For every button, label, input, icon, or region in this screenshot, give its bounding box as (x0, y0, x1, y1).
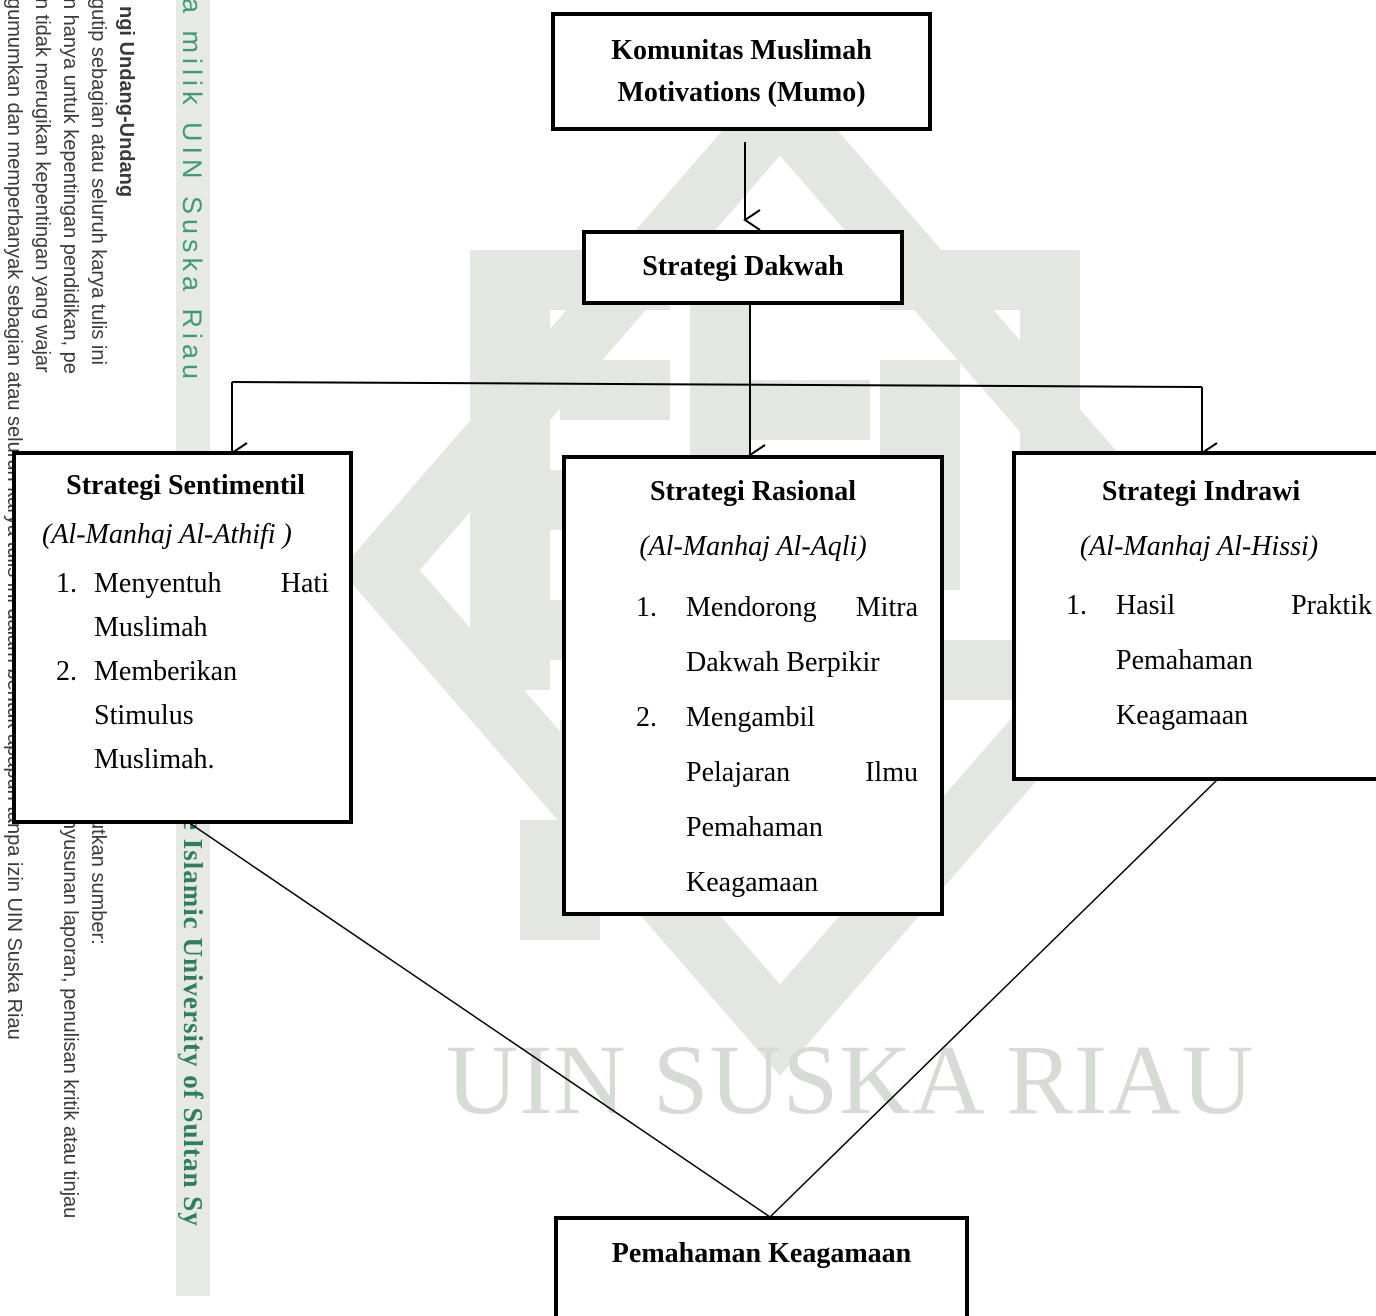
indrawi-subtitle: (Al-Manhaj Al-Hissi) (1079, 531, 1319, 562)
rasional-item-2-line-4: Keagamaan (686, 867, 819, 898)
rasional-item-2-line-3: Pemahaman (686, 812, 823, 843)
box-strategi-sentimentil: Strategi Sentimentil (Al-Manhaj Al-Athif… (12, 451, 353, 824)
indrawi-item-1-line-2: Pemahaman (1116, 645, 1253, 676)
line-sentimentil-to-result (187, 821, 771, 1218)
rasional-item-2-num: 2. (636, 702, 657, 733)
sentimentil-item-2-line-1: Memberikan (94, 656, 238, 687)
rasional-subtitle: (Al-Manhaj Al-Aqli) (639, 531, 867, 562)
result-title: Pemahaman Keagamaan (611, 1238, 912, 1269)
rasional-item-1-line-1: Mendorong Mitra (686, 592, 918, 623)
sentimentil-item-1: 1. Menyentuh Hati Muslimah (42, 562, 329, 650)
split-line (231, 381, 1203, 388)
sentimentil-item-1-line-1: Menyentuh Hati (94, 568, 329, 599)
law-line-1: gutip sebagian atau seluruh karya tulis … (87, 0, 109, 365)
box-strategy-dakwah: Strategi Dakwah (582, 230, 904, 305)
indrawi-item-1-num: 1. (1066, 590, 1087, 621)
rasional-item-1-line-2: Dakwah Berpikir (686, 647, 880, 678)
rasional-title: Strategi Rasional (649, 476, 857, 507)
box-community: Komunitas Muslimah Motivations (Mumo) (551, 12, 932, 131)
rasional-item-2-line-1: Mengambil (686, 702, 816, 733)
community-line-1: Komunitas Muslimah (611, 35, 872, 66)
rasional-item-1-num: 1. (636, 592, 657, 623)
law-line-2-continuation: nyusunan laporan, penulisan kritik atau … (59, 818, 81, 1219)
sentimentil-item-1-num: 1. (56, 568, 77, 599)
sentimentil-item-1-line-2: Muslimah (94, 612, 208, 643)
law-title: ngi Undang-Undang (115, 6, 137, 198)
indrawi-item-1-line-3: Keagamaan (1116, 700, 1249, 731)
community-line-2: Motivations (Mumo) (617, 77, 866, 108)
sentimentil-title: Strategi Sentimentil (66, 470, 305, 501)
strategy-title: Strategi Dakwah (642, 251, 844, 282)
sentimentil-item-2-num: 2. (56, 656, 77, 687)
rasional-item-1: 1. Mendorong Mitra Dakwah Berpikir (608, 580, 918, 690)
rasional-item-2-line-2: Pelajaran Ilmu (686, 757, 918, 788)
sentimentil-item-2-line-2: Stimulus (94, 700, 194, 731)
sentimentil-item-2: 2. Memberikan Stimulus Muslimah. (42, 650, 329, 782)
indrawi-item-1: 1. Hasil Praktik Pemahaman Keagamaan (1038, 578, 1372, 743)
indrawi-title: Strategi Indrawi (1101, 476, 1301, 507)
box-pemahaman-keagamaan: Pemahaman Keagamaan (554, 1216, 969, 1316)
sentimentil-subtitle: (Al-Manhaj Al-Athifi ) (42, 519, 292, 550)
box-strategi-rasional: Strategi Rasional (Al-Manhaj Al-Aqli) 1.… (562, 455, 944, 916)
law-line-2: n hanya untuk kepentingan pendidikan, pe (59, 0, 81, 374)
law-line-1-continuation: utkan sumber: (87, 818, 109, 945)
university-title: e Islamic University of Sultan Sy (178, 818, 208, 1227)
law-line-3: n tidak merugikan kepentingan yang wajar (31, 0, 53, 373)
box-strategi-indrawi: Strategi Indrawi (Al-Manhaj Al-Hissi) 1.… (1012, 451, 1376, 781)
sentimentil-item-2-line-3: Muslimah. (94, 744, 215, 775)
line-indrawi-to-result (769, 778, 1219, 1218)
copyright-title: a milik UIN Suska Riau (177, 0, 207, 385)
indrawi-item-1-line-1: Hasil Praktik (1116, 590, 1372, 621)
rasional-item-2: 2. Mengambil Pelajaran Ilmu Pemahaman Ke… (608, 690, 918, 910)
